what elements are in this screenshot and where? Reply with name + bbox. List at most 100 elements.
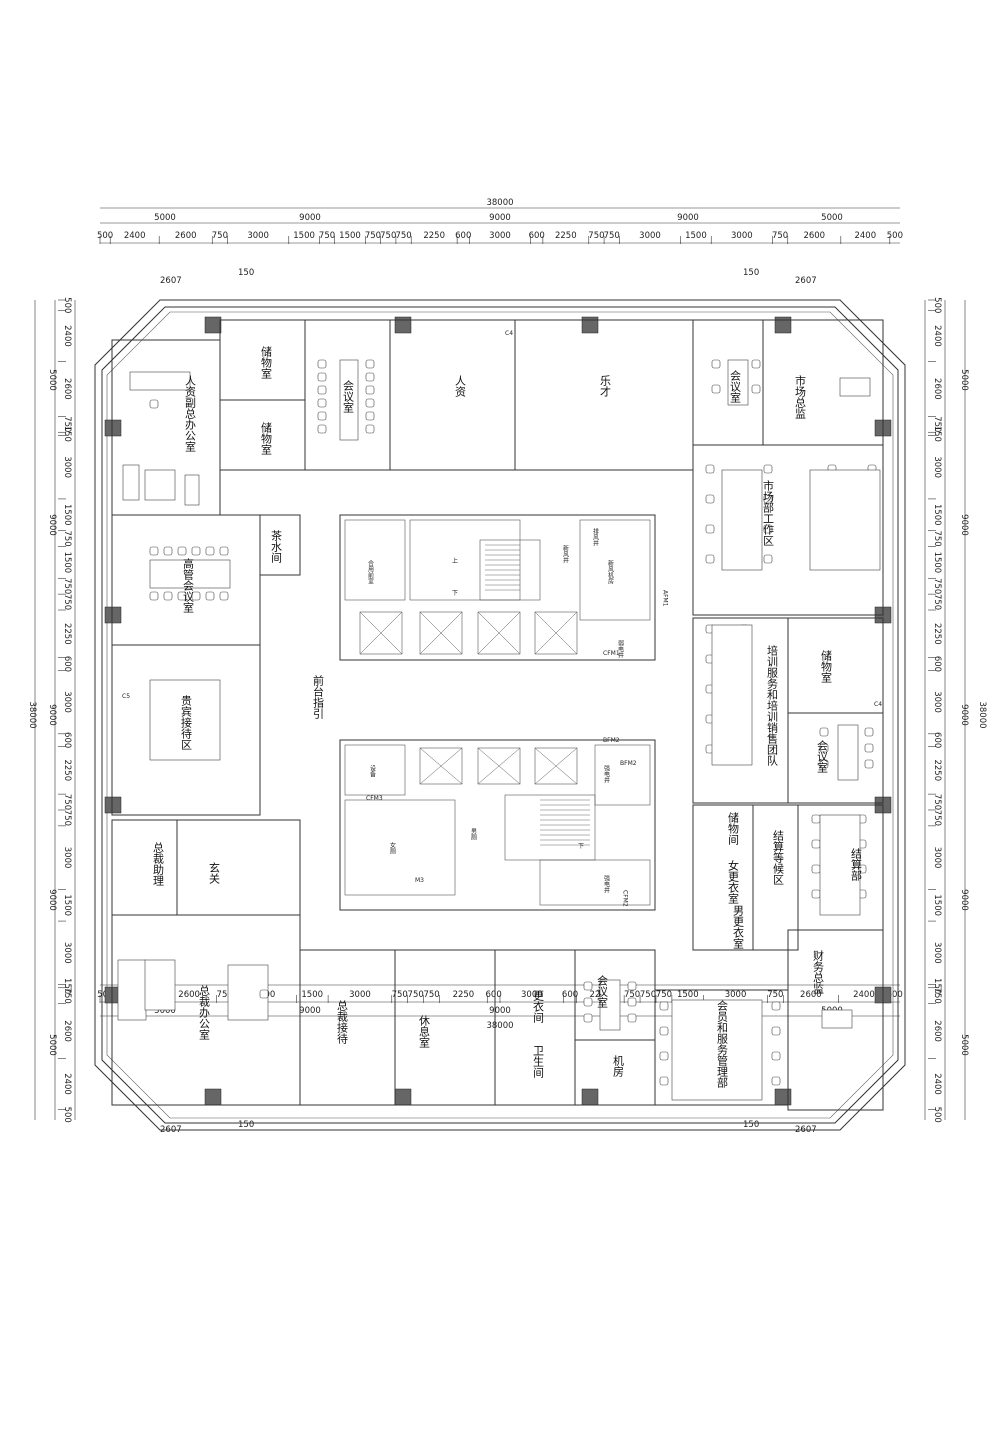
- dim-label: 2400: [62, 1073, 72, 1095]
- dim-label: 3000: [62, 456, 72, 478]
- dim-label: 150: [932, 426, 942, 442]
- chair: [177, 591, 187, 601]
- dim-label: 1500: [339, 231, 361, 241]
- elevator-car: [534, 747, 578, 785]
- elevator-bank-lower: [419, 747, 578, 785]
- chair: [711, 384, 721, 394]
- dim-label: 600: [455, 231, 471, 241]
- tag-c4-top: C4: [505, 330, 513, 337]
- chair: [627, 981, 637, 991]
- chair: [149, 546, 159, 556]
- dim-right-5000-bottom: 5000: [959, 1034, 969, 1056]
- chair: [365, 398, 375, 408]
- chair: [365, 372, 375, 382]
- label-finance-dept: 结算部: [850, 848, 863, 881]
- table: [819, 814, 861, 916]
- chair: [583, 981, 593, 991]
- chair: [705, 464, 715, 474]
- left-dimensions: 38000 5000 9000 9000 9000 5000 500240026…: [27, 297, 76, 1123]
- label-female-changing: 女更衣室: [727, 859, 740, 904]
- left-dimension-row: 5002400260075015030001500750150075075022…: [58, 297, 72, 1123]
- column: [104, 606, 122, 624]
- column: [581, 316, 599, 334]
- overall-dim-right: 38000: [977, 701, 987, 728]
- table: [837, 724, 859, 781]
- bottom-dimensions: 38000 5000 9000 9000 9000 5000 500240026…: [97, 984, 903, 1031]
- dim-label: 500: [932, 297, 942, 313]
- label-marketing-director: 市场总监: [794, 374, 807, 419]
- dim-label: 3000: [349, 990, 371, 1000]
- dim-label: 750: [212, 231, 228, 241]
- dim-label: 500: [887, 231, 903, 241]
- table: [721, 469, 763, 571]
- tag-c5: C5: [122, 693, 130, 700]
- overall-dim-bottom: 38000: [486, 1021, 513, 1031]
- chair: [317, 411, 327, 421]
- dim-label: 750: [319, 231, 335, 241]
- dim-label: 2400: [932, 325, 942, 347]
- chair: [627, 997, 637, 1007]
- chair: [259, 989, 269, 999]
- corner-dim-tr: 2607: [795, 276, 817, 286]
- dim-bottom-5000-left: 5000: [154, 1006, 176, 1016]
- dim-label: 750: [932, 578, 942, 594]
- tag-bfm2: BFM2: [603, 737, 620, 744]
- tag-female-wc: 女厕: [389, 841, 396, 855]
- chair: [811, 839, 821, 849]
- dim-label: 2250: [423, 231, 445, 241]
- interior-walls: [111, 319, 884, 1111]
- label-hr-vp-office: 人资副总办公室: [184, 375, 197, 452]
- dim-label: 750: [217, 990, 233, 1000]
- dim-label: 500: [97, 231, 113, 241]
- label-member-service: 会员和服务管理部: [716, 1000, 729, 1088]
- tag-strong-elec-2: 强电井: [603, 875, 610, 894]
- dim-top-9000-b: 9000: [489, 213, 511, 223]
- tag-down-2: 下: [578, 843, 584, 850]
- dim-label: 750: [395, 231, 411, 241]
- dim-label: 600: [529, 231, 545, 241]
- dim-left-5000-bottom: 5000: [47, 1034, 57, 1056]
- dim-label: 600: [932, 732, 942, 748]
- tag-c4-right: C4: [874, 701, 882, 708]
- label-finance-waiting: 结算等候区: [772, 830, 785, 885]
- column: [394, 1088, 412, 1106]
- tag-strong-elec: 强电井: [603, 765, 610, 784]
- corner-dim-tl-150: 150: [238, 268, 254, 278]
- dim-label: 750: [932, 794, 942, 810]
- chair: [583, 1013, 593, 1023]
- dim-left-9000-a: 9000: [47, 514, 57, 536]
- dim-label: 3000: [639, 231, 661, 241]
- label-storage-mid: 储物间: [727, 811, 740, 846]
- dim-label: 2250: [62, 759, 72, 781]
- column: [104, 419, 122, 437]
- chair: [365, 359, 375, 369]
- chair: [365, 424, 375, 434]
- dim-label: 750: [604, 231, 620, 241]
- column: [774, 316, 792, 334]
- right-dimension-row: 5002400260075015030001500750150075075022…: [928, 297, 942, 1123]
- chair: [659, 1076, 669, 1086]
- dim-label: 2600: [800, 990, 822, 1000]
- dim-label: 1500: [301, 990, 323, 1000]
- label-hr: 人资: [454, 375, 467, 398]
- dim-label: 3000: [62, 942, 72, 964]
- dim-label: 750: [62, 530, 72, 546]
- chair: [811, 889, 821, 899]
- tag-cfm2: CFM2: [622, 890, 629, 907]
- label-meeting-right: 会议室: [816, 740, 829, 773]
- overall-dim-left: 38000: [27, 701, 37, 728]
- table: [671, 999, 763, 1101]
- tag-weak-elec: 弱电井: [617, 640, 624, 659]
- dim-label: 1500: [293, 231, 315, 241]
- chair: [205, 546, 215, 556]
- table: [339, 359, 359, 441]
- dim-label: 2250: [932, 759, 942, 781]
- tag-male-wc: 男厕: [470, 828, 477, 841]
- chair: [864, 759, 874, 769]
- chair: [317, 359, 327, 369]
- chair: [771, 1026, 781, 1036]
- dim-label: 3000: [731, 231, 753, 241]
- dim-label: 3000: [521, 990, 543, 1000]
- dim-top-5000-right: 5000: [821, 213, 843, 223]
- dim-label: 500: [62, 297, 72, 313]
